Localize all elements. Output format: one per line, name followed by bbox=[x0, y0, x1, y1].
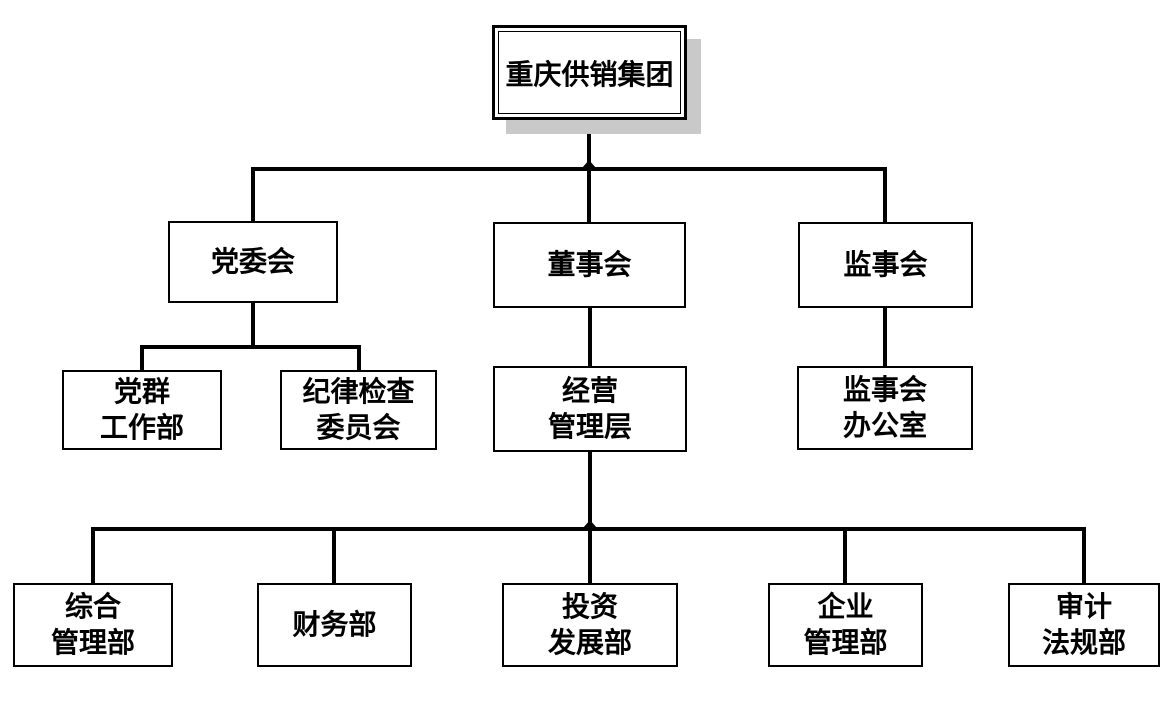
org-node-board-of-directors: 董事会 bbox=[493, 222, 686, 308]
connector-arrow-level2-icon bbox=[582, 160, 596, 168]
org-node-investment-development-dept-label: 投资 发展部 bbox=[547, 590, 632, 659]
org-node-management-level: 经营 管理层 bbox=[493, 366, 687, 452]
org-node-audit-legal-dept: 审计 法规部 bbox=[1008, 583, 1160, 667]
org-node-board-of-supervisors: 监事会 bbox=[798, 222, 973, 308]
org-node-board-of-supervisors-label: 监事会 bbox=[843, 248, 928, 281]
org-node-party-mass-work-dept-label: 党群 工作部 bbox=[99, 375, 184, 444]
connector-root-down bbox=[587, 118, 591, 169]
connector-supervisors-down bbox=[883, 308, 887, 366]
org-node-supervisors-office: 监事会 办公室 bbox=[797, 366, 973, 450]
org-node-discipline-inspection-committee-label: 纪律检查 委员会 bbox=[302, 375, 415, 444]
connector-stub-enterprise bbox=[843, 527, 847, 584]
connector-board-down bbox=[588, 308, 592, 366]
org-node-party-mass-work-dept: 党群 工作部 bbox=[62, 370, 222, 450]
connector-stub-party-committee bbox=[251, 167, 255, 223]
connector-stub-general-admin bbox=[91, 527, 95, 584]
org-node-board-of-directors-label: 董事会 bbox=[547, 248, 632, 281]
connector-stub-investment bbox=[588, 527, 592, 584]
connector-management-down bbox=[588, 452, 592, 529]
connector-stub-supervisors bbox=[883, 167, 887, 223]
connector-stub-finance bbox=[332, 527, 336, 584]
org-node-party-committee: 党委会 bbox=[168, 221, 338, 303]
org-node-management-level-label: 经营 管理层 bbox=[547, 374, 632, 443]
org-node-finance-dept-label: 财务部 bbox=[292, 608, 377, 641]
connector-stub-audit bbox=[1082, 527, 1086, 584]
org-node-discipline-inspection-committee: 纪律检查 委员会 bbox=[280, 370, 437, 450]
connector-level2-horizontal bbox=[251, 167, 887, 171]
org-node-root-label: 重庆供销集团 bbox=[505, 57, 674, 91]
org-node-investment-development-dept: 投资 发展部 bbox=[502, 583, 678, 667]
org-node-root: 重庆供销集团 bbox=[492, 25, 687, 120]
org-node-enterprise-management-dept-label: 企业 管理部 bbox=[803, 590, 888, 659]
org-node-root-frame: 重庆供销集团 bbox=[498, 31, 681, 114]
connector-stub-board bbox=[587, 167, 591, 223]
connector-stub-discipline bbox=[357, 345, 361, 371]
org-node-audit-legal-dept-label: 审计 法规部 bbox=[1041, 590, 1126, 659]
org-node-party-committee-label: 党委会 bbox=[210, 245, 295, 278]
org-node-enterprise-management-dept: 企业 管理部 bbox=[768, 583, 923, 667]
connector-arrow-departments-icon bbox=[583, 520, 597, 528]
connector-party-horizontal bbox=[140, 345, 361, 349]
org-node-general-admin-dept: 综合 管理部 bbox=[13, 583, 173, 667]
org-node-supervisors-office-label: 监事会 办公室 bbox=[842, 373, 927, 442]
org-node-general-admin-dept-label: 综合 管理部 bbox=[50, 590, 135, 659]
connector-party-down bbox=[251, 303, 255, 347]
connector-stub-party-mass bbox=[140, 345, 144, 371]
org-node-finance-dept: 财务部 bbox=[257, 583, 412, 667]
